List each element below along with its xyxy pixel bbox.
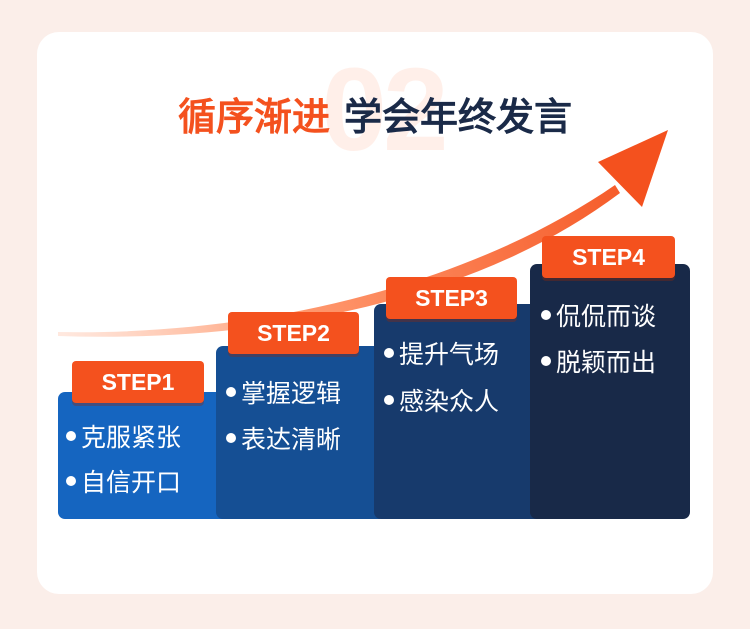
- page-title: 循序渐进学会年终发言: [0, 92, 750, 142]
- bullet-icon: [226, 433, 236, 443]
- bullet-icon: [384, 395, 394, 405]
- title-main: 学会年终发言: [344, 95, 573, 139]
- bullet-icon: [541, 310, 551, 320]
- step4-block: [530, 264, 690, 519]
- step2-item-1: 掌握逻辑: [226, 379, 341, 409]
- bullet-icon: [66, 431, 76, 441]
- step1-tag: STEP1: [72, 361, 204, 403]
- arrow-shaft: [58, 185, 620, 337]
- step2-block: [216, 346, 386, 519]
- step2-item-2: 表达清晰: [226, 425, 341, 455]
- step4-tag: STEP4: [542, 236, 675, 278]
- step1-item-2: 自信开口: [66, 468, 181, 498]
- step3-tag: STEP3: [386, 277, 517, 319]
- step4-item-1: 侃侃而谈: [541, 302, 656, 332]
- step2-tag: STEP2: [228, 312, 359, 354]
- step1-block: [58, 392, 238, 519]
- bullet-icon: [66, 476, 76, 486]
- step1-item-1: 克服紧张: [66, 423, 181, 453]
- step3-item-1: 提升气场: [384, 340, 499, 370]
- bullet-icon: [226, 387, 236, 397]
- title-highlight: 循序渐进: [177, 95, 330, 139]
- step3-block: [374, 304, 544, 519]
- bullet-icon: [541, 356, 551, 366]
- arrow-head: [598, 130, 668, 207]
- step4-item-2: 脱颖而出: [541, 348, 656, 378]
- background-number: 02: [321, 44, 448, 176]
- bullet-icon: [384, 348, 394, 358]
- step3-item-2: 感染众人: [384, 387, 499, 417]
